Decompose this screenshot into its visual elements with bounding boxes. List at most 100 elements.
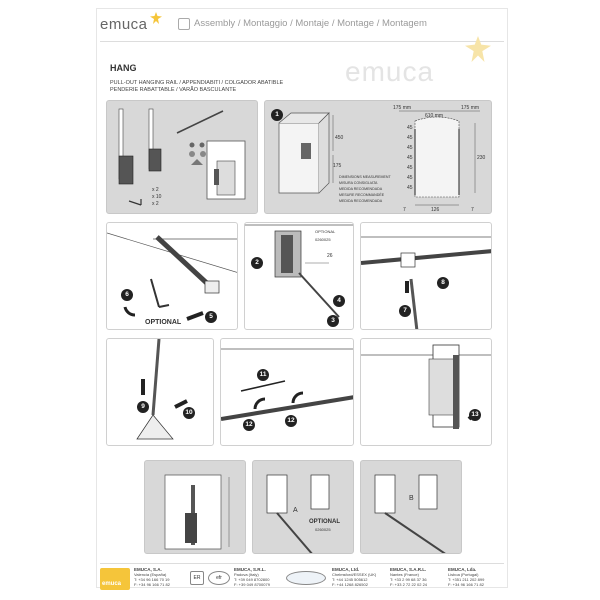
product-subtitle-1: PULL-OUT HANGING RAIL / APPENDIABITI / C… [110,80,284,86]
address-block-1: EMUCA, S.R.L. Padova (Italy) T: +39 049 … [234,567,270,587]
optional-code-label-2: 0260025 [315,527,331,532]
address-line: F: +34 96 166 71 82 [134,582,170,587]
address-line: T: +351 211 202 899 [448,577,485,582]
step-panel-11: 11 12 12 [220,338,354,446]
final-a-illustration [266,474,330,553]
footer-logo-text: emuca [102,581,122,587]
dim-top-center: 610 mm [425,113,444,119]
step-13-illustration [361,344,491,429]
step-panel-7: 7 8 [360,222,492,330]
step-12a-badge: 12 [243,419,255,431]
cert-badge-efr: efr [208,571,230,585]
address-line: F: +34 96 166 71 82 [448,582,484,587]
address-name: EMUCA, Ltd. [332,567,360,572]
address-line: Padova (Italy) [234,572,259,577]
address-name: EMUCA, S.R.L. [234,567,266,572]
address-line: Nantes (France) [390,572,419,577]
address-block-2: EMUCA, Ltd. Chelmsford/ESSEX (UK) T: +44… [332,567,376,587]
legend-item: MEDIDA RECOMENDADA [339,199,383,203]
dim-stack-item: 45 [407,165,413,171]
dim-26: 26 [327,253,333,259]
product-title: HANG [110,63,137,73]
step-7-illustration [361,236,491,329]
step-3-badge: 3 [327,315,339,327]
assembly-title: Assembly / Montaggio / Montaje / Montage… [194,18,427,29]
optional-label: OPTIONAL [145,319,182,326]
final-panel-1 [144,460,246,554]
brand-logo: emuca [100,16,148,33]
step-2-illustration [245,224,353,318]
legend-item: MEDIDA RECOMENDADA [339,187,383,191]
optional-small-label: OPTIONAL [315,229,336,234]
address-line: Valencia (España) [134,572,167,577]
final-panel-b: B [360,460,462,554]
dim-top-right: 175 mm [461,105,480,111]
address-line: T: +34 96 166 70 19 [134,577,170,582]
parts-illustration [118,108,246,206]
legend-item: MESURE RECOMMANDÉE [339,193,385,197]
step-7-badge: 7 [399,305,411,317]
dim-stack-item: 45 [407,185,413,191]
address-name: EMUCA, Lda. [448,567,477,572]
address-block-3: EMUCA, S.A.R.L. Nantes (France) T: +33 2… [390,567,427,587]
letter-b-label: B [409,495,414,502]
parts-qty-2: x 10 [152,194,162,200]
optional-code-label: 0260025 [315,237,331,242]
step-panel-9: 9 10 [106,338,214,446]
address-block-0: EMUCA, S.A. Valencia (España) T: +34 96 … [134,567,170,587]
address-line: F: +33 2 72 22 02 24 [390,582,428,587]
watermark-logo: emuca [345,56,435,87]
dim-height-left: 450 [335,135,344,141]
final-panel-a: A OPTIONAL 0260025 [252,460,354,554]
step-9-illustration [136,339,188,440]
header: emuca Assembly / Montaggio / Montaje / M… [100,10,504,40]
address-name: EMUCA, S.A. [134,567,162,572]
product-subtitle-2: PENDERIE RABATTABLE / VARÃO BASCULANTE [110,87,237,93]
address-line: F: +44 1268 826502 [332,582,368,587]
dim-depth: 175 [333,163,342,169]
step-13-badge: 13 [469,409,481,421]
header-divider [100,41,504,42]
wrench-icon [178,18,190,30]
step-10-badge: 10 [183,407,195,419]
step-panel-6: 6 5 OPTIONAL [106,222,238,330]
address-line: F: +39 049 8700079 [234,582,270,587]
brand-star-icon [150,12,162,24]
footer-logo: emuca [100,568,130,590]
optional-label-2: OPTIONAL [309,519,340,525]
dim-stack-item: 45 [407,135,413,141]
dim-stack-item: 45 [407,175,413,181]
watermark-star-icon [465,36,491,62]
cert-badge-oval [286,571,326,585]
step-1-badge: 1 [271,109,283,121]
step-5-badge: 5 [205,311,217,323]
address-name: EMUCA, S.A.R.L. [390,567,427,572]
dim-bottom-center: 126 [431,207,440,213]
step-6-badge: 6 [121,289,133,301]
measure-panel: 1 175 450 175 mm 175 mm 610 mm 230 126 7… [264,100,492,214]
step-9-badge: 9 [137,401,149,413]
dim-bottom-right: 7 [471,207,474,213]
final-b-illustration [374,474,446,553]
letter-a-label: A [293,507,298,514]
dim-stack: 45 45 45 45 45 45 45 [407,125,415,195]
step-6-illustration [107,232,237,321]
dim-stack-item: 45 [407,125,413,131]
step-8-badge: 8 [437,277,449,289]
step-12b-badge: 12 [285,415,297,427]
dim-stack-item: 45 [407,155,413,161]
step-11-badge: 11 [257,369,269,381]
step-4-badge: 4 [333,295,345,307]
address-line: T: +33 2 99 68 37 36 [390,577,427,582]
step-panel-13: 13 [360,338,492,446]
footer: emuca EMUCA, S.A. Valencia (España) T: +… [100,563,504,590]
parts-panel: x 2 x 10 x 2 [106,100,258,214]
step-2-badge: 2 [251,257,263,269]
legend-item: DIMENSIONS MEASUREMENT [339,175,391,179]
dim-right-height: 230 [477,155,486,161]
address-line: T: +44 1245 505612 [332,577,368,582]
measure-illustration [278,110,480,206]
step-panel-2: 2 4 3 OPTIONAL 0260025 26 [244,222,354,330]
address-block-4: EMUCA, Lda. Lisboa (Portugal) T: +351 21… [448,567,484,587]
